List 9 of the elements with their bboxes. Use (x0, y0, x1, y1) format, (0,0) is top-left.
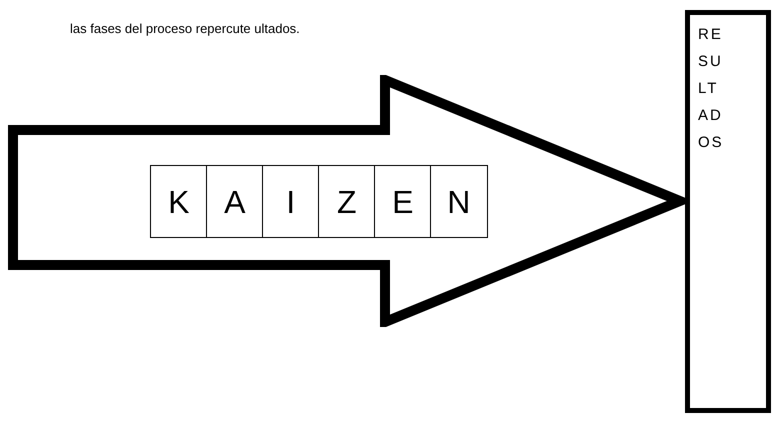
letter-box: I (262, 165, 320, 238)
note-text: las fases del proceso repercute ultados. (70, 20, 301, 37)
letter-box: Z (318, 165, 376, 238)
result-box (685, 10, 771, 413)
letter-box: K (150, 165, 208, 238)
letter-box: A (206, 165, 264, 238)
letter-box: E (374, 165, 432, 238)
result-text: RE SU LT AD OS (698, 25, 725, 153)
letter-box: N (430, 165, 488, 238)
